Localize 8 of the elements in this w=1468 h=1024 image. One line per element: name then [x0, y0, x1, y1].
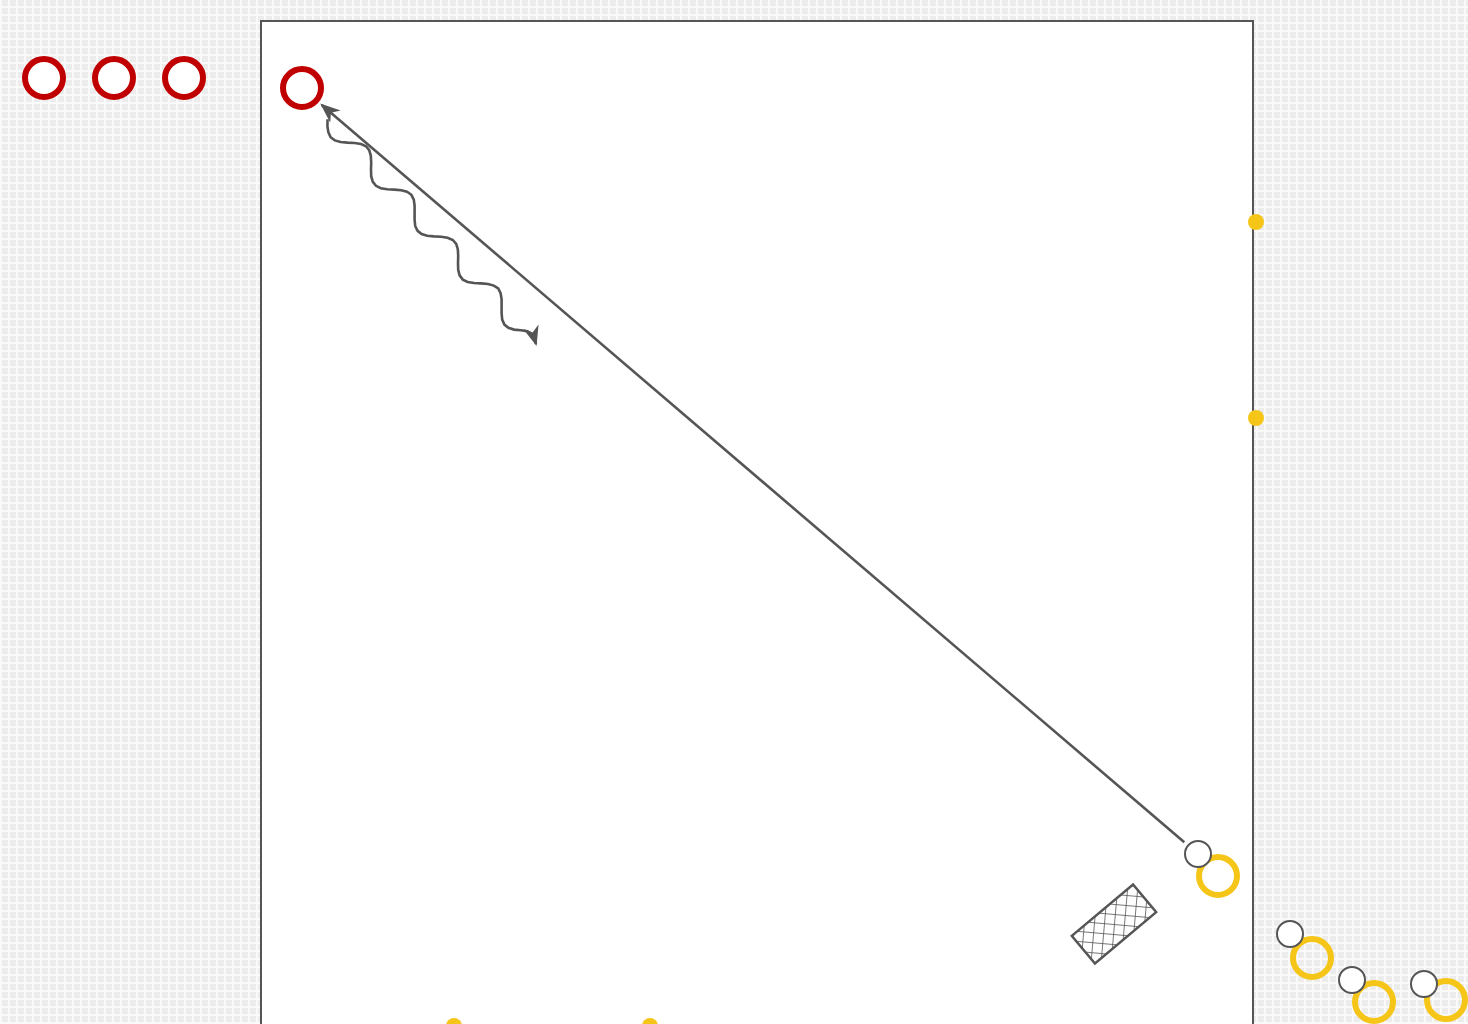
player-icon	[92, 56, 136, 100]
pass-arrow	[320, 103, 1186, 844]
player-icon	[1338, 966, 1366, 994]
player-icon	[162, 56, 206, 100]
player-icon	[1410, 970, 1438, 998]
skating-path-arrow	[326, 119, 539, 346]
player-icon	[22, 56, 66, 100]
player-icon	[1276, 920, 1304, 948]
